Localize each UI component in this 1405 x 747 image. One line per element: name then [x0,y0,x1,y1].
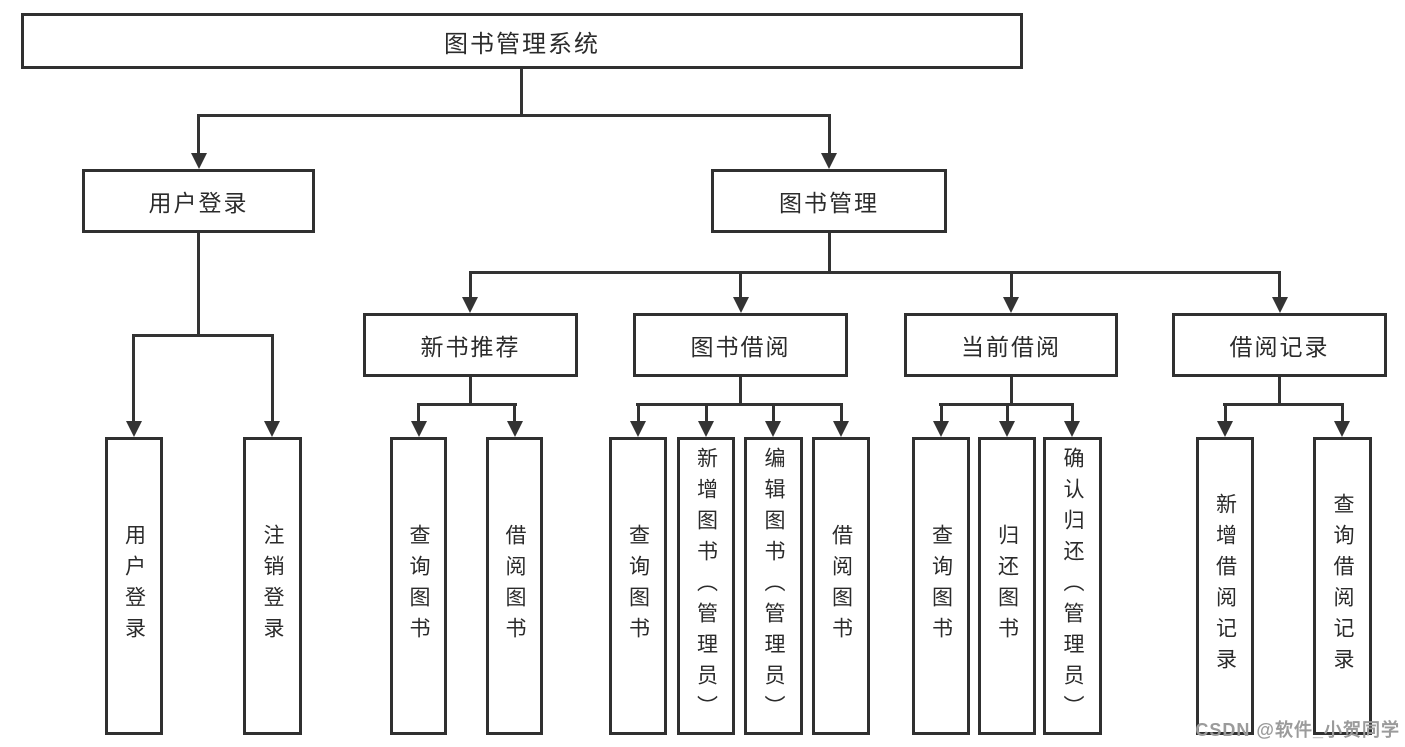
arrow-leaf-edit-books [765,421,781,437]
connector-leaf-query-recommend-stem [417,403,420,422]
leaf-borrow-books-borrowing-label: 借阅图书 [829,524,853,648]
connector-book-borrowing-bar [636,403,843,406]
arrow-current-borrowing [1003,297,1019,313]
connector-leaf-borrow-recommend-stem [513,403,516,422]
node-root: 图书管理系统 [21,13,1023,69]
node-book-borrowing: 图书借阅 [633,313,848,377]
leaf-query-books-current: 查询图书 [912,437,970,735]
arrow-leaf-borrow-recommend [506,421,523,437]
leaf-return-books-label: 归还图书 [995,524,1019,648]
leaf-confirm-return-admin: 确认归还（管理员） [1043,437,1102,735]
node-root-label: 图书管理系统 [444,30,600,58]
node-book-borrowing-label: 图书借阅 [690,334,791,360]
leaf-logout-label: 注销登录 [261,524,284,648]
node-book-management: 图书管理 [711,169,947,233]
connector-leaf-logout-stem [271,334,274,422]
csdn-watermark: CSDN @软件_小贺同学 [1195,720,1400,740]
arrow-leaf-logout [264,421,280,437]
leaf-query-borrow-record-label: 查询借阅记录 [1331,493,1354,679]
arrow-leaf-query-current [933,421,949,437]
leaf-confirm-return-admin-label: 确认归还（管理员） [1061,446,1084,726]
arrow-book-management [821,153,837,169]
node-book-management-label: 图书管理 [779,190,879,216]
connector-leaf-confirm-return-stem [1070,403,1074,422]
node-user-login: 用户登录 [82,169,315,233]
leaf-borrow-books-borrowing: 借阅图书 [812,437,870,735]
leaf-edit-books-admin: 编辑图书（管理员） [744,437,803,735]
connector-leaf-edit-books-stem [771,403,775,422]
connector-new-book-recommend-drop [468,377,472,406]
arrow-book-borrowing [732,297,749,313]
leaf-borrow-books-recommend: 借阅图书 [486,437,543,735]
arrow-leaf-query-borrowing [630,421,646,437]
connector-user-login-stem [197,114,200,154]
leaf-add-books-admin-label: 新增图书（管理员） [694,446,718,726]
connector-borrowing-records-stem [1278,271,1281,299]
leaf-add-borrow-record: 新增借阅记录 [1196,437,1254,735]
connector-current-borrowing-stem [1009,271,1013,299]
connector-user-login-bar [132,334,274,337]
connector-leaf-add-record-stem [1223,403,1227,422]
leaf-user-login-label: 用户登录 [122,524,146,648]
node-new-book-recommend: 新书推荐 [363,313,578,377]
node-borrowing-records: 借阅记录 [1172,313,1387,377]
arrow-borrowing-records [1271,297,1288,313]
node-borrowing-records-label: 借阅记录 [1229,334,1330,360]
arrow-leaf-add-record [1217,421,1233,437]
leaf-query-books-current-label: 查询图书 [929,524,953,648]
node-new-book-recommend-label: 新书推荐 [420,334,521,360]
arrow-leaf-borrow-borrowing [833,421,849,437]
connector-user-login-drop [197,233,200,336]
leaf-query-borrow-record: 查询借阅记录 [1313,437,1372,735]
connector-book-management-drop [827,233,831,274]
arrow-leaf-confirm-return [1064,421,1080,437]
connector-leaf-borrow-borrowing-stem [839,403,843,422]
leaf-edit-books-admin-label: 编辑图书（管理员） [762,446,785,726]
connector-leaf-query-record-stem [1340,403,1344,422]
leaf-return-books: 归还图书 [978,437,1036,735]
connector-book-borrowing-stem [739,271,742,299]
arrow-leaf-return-books [999,421,1015,437]
connector-book-management-stem [827,114,831,154]
node-current-borrowing-label: 当前借阅 [961,334,1061,360]
connector-book-borrowing-drop [739,377,742,406]
connector-current-borrowing-drop [1009,377,1013,406]
connector-leaf-query-current-stem [939,403,943,422]
arrow-leaf-add-books [698,421,714,437]
connector-leaf-return-books-stem [1005,403,1009,422]
connector-leaf-query-borrowing-stem [636,403,640,422]
connector-leaf-user-login-stem [132,334,135,422]
connector-borrowing-records-drop [1278,377,1281,406]
node-user-login-label: 用户登录 [148,190,249,216]
leaf-query-books-recommend-label: 查询图书 [407,524,430,648]
node-current-borrowing: 当前借阅 [904,313,1118,377]
leaf-logout: 注销登录 [243,437,302,735]
arrow-user-login [190,153,207,169]
arrow-leaf-query-record [1334,421,1350,437]
arrow-leaf-query-recommend [410,421,427,437]
leaf-borrow-books-recommend-label: 借阅图书 [503,524,526,648]
leaf-query-books-borrowing-label: 查询图书 [626,524,650,648]
leaf-add-books-admin: 新增图书（管理员） [677,437,735,735]
connector-level1-bar [197,114,831,117]
leaf-user-login: 用户登录 [105,437,163,735]
arrow-leaf-user-login [126,421,142,437]
leaf-add-borrow-record-label: 新增借阅记录 [1213,493,1237,679]
connector-level2-bar [468,271,1281,274]
connector-borrowing-records-bar [1223,403,1344,406]
leaf-query-books-recommend: 查询图书 [390,437,447,735]
connector-new-book-recommend-stem [468,271,472,299]
connector-leaf-add-books-stem [704,403,708,422]
connector-new-book-recommend-bar [417,403,517,406]
arrow-new-book-recommend [462,297,478,313]
leaf-query-books-borrowing: 查询图书 [609,437,667,735]
connector-root-drop [519,69,523,116]
